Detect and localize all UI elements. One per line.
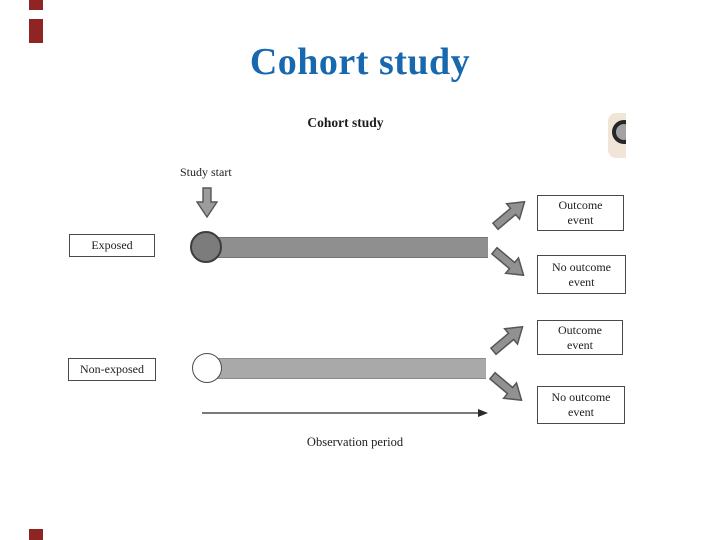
outcome-arrow-bottom-icon [489,325,524,356]
study-start-arrow-icon [196,187,218,219]
exposed-start-marker [190,231,222,263]
outcome-event-box-bottom: Outcome event [537,320,623,355]
outcome-event-line2: event [567,213,594,227]
outcome-event-box-top: Outcome event [537,195,624,231]
template-accent-bottom [29,529,43,540]
no-outcome-event-line1: No outcome [551,390,611,404]
non-exposed-start-marker [192,353,222,383]
no-outcome-arrow-top-icon [490,246,525,277]
outcome-event-line2: event [567,337,593,352]
outcome-event-line1: Outcome [558,198,603,212]
observation-period-label: Observation period [306,435,404,449]
exposed-label: Exposed [91,238,133,252]
observation-period-arrow-icon [202,409,488,417]
clipped-logo-icon [608,113,626,158]
no-outcome-event-box-top: No outcome event [537,255,626,294]
no-outcome-event-line2: event [568,274,595,289]
non-exposed-timeline-bar [206,358,486,379]
no-outcome-event-box-bottom: No outcome event [537,386,625,424]
ring-icon [612,120,626,144]
page-title: Cohort study [249,41,471,83]
no-outcome-arrow-bottom-icon [488,371,523,402]
template-accent-top-1 [29,0,43,10]
outcome-arrow-top-icon [491,200,526,231]
non-exposed-box: Non-exposed [68,358,156,381]
no-outcome-event-line1: No outcome [552,259,611,274]
outcome-event-line1: Outcome [558,322,602,337]
no-outcome-event-line2: event [568,405,594,419]
template-accent-top-2 [29,19,43,43]
study-start-label: Study start [180,165,232,179]
figure-title: Cohort study [307,115,384,130]
exposed-timeline-bar [204,237,488,258]
exposed-box: Exposed [69,234,155,257]
non-exposed-label: Non-exposed [80,362,144,376]
